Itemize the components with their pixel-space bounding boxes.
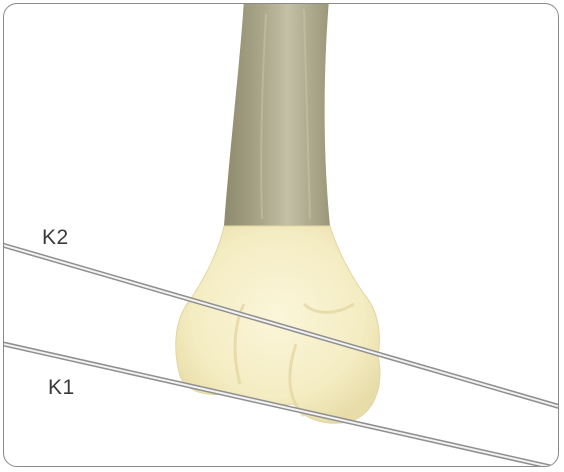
k2-label: K2 (42, 226, 69, 250)
femur-shaft (224, 4, 330, 226)
k1-label: K1 (48, 376, 75, 400)
diagram-frame: K2 K1 (3, 3, 559, 467)
femur-diagram (4, 4, 559, 467)
